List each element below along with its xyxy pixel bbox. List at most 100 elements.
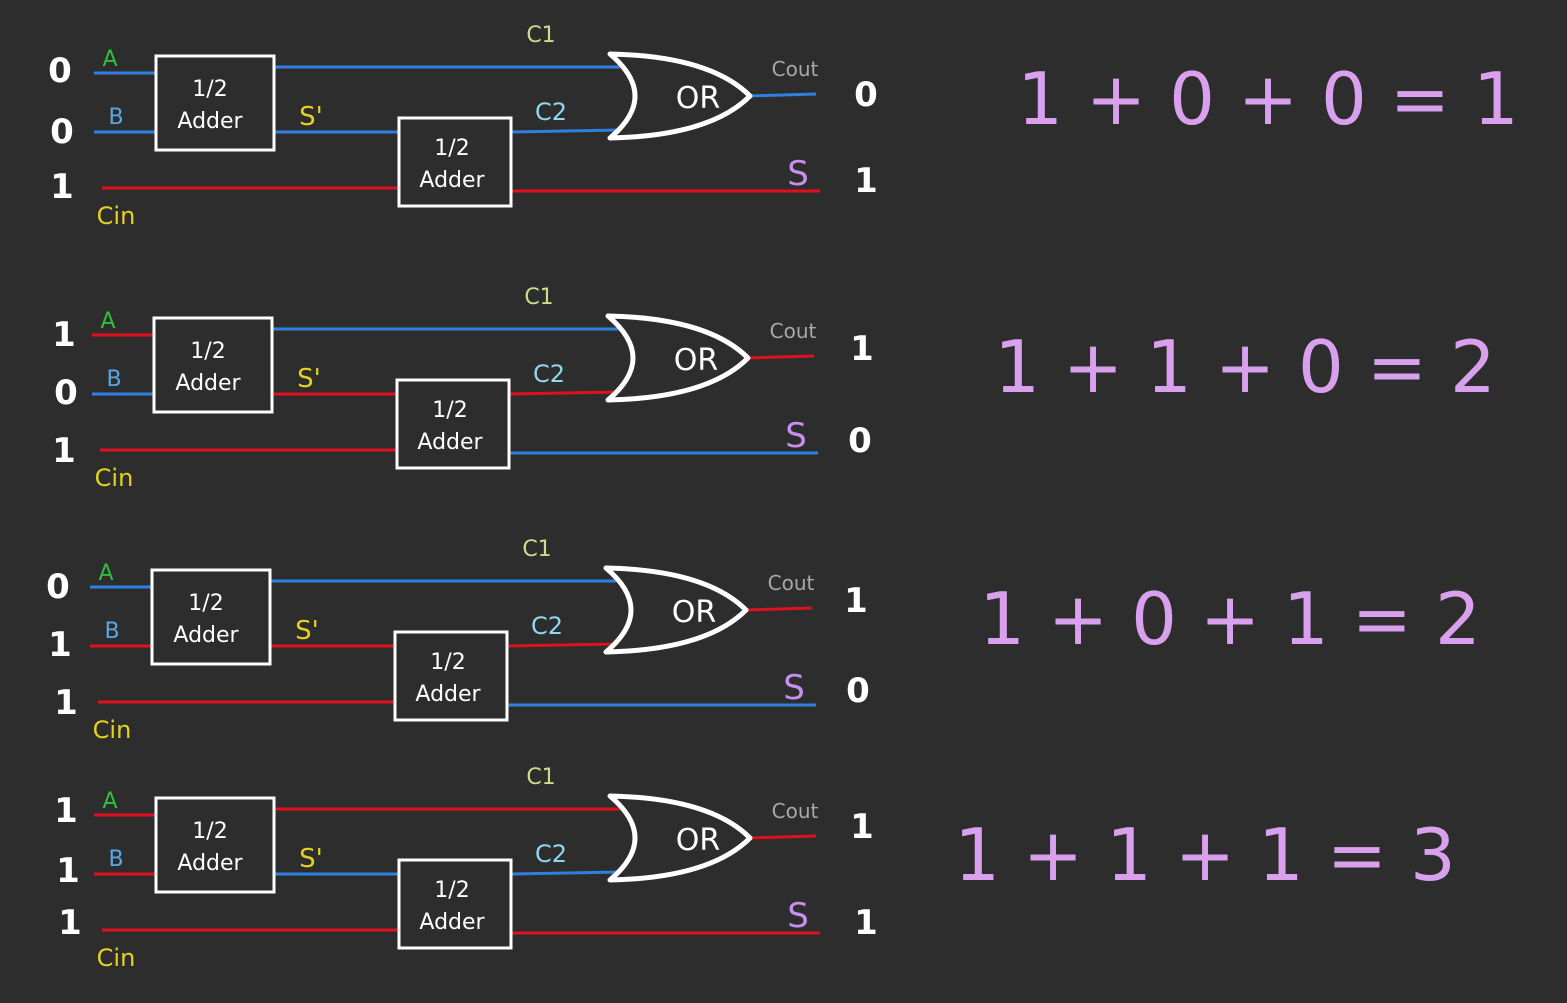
label-C2: C2 — [535, 98, 567, 126]
half-adder-2-label: Adder — [419, 910, 485, 935]
half-adder-1-label: Adder — [173, 623, 239, 648]
wire-Cout — [747, 834, 817, 840]
or-gate — [603, 565, 749, 655]
label-S: S — [785, 416, 807, 456]
input-B-value: 1 — [56, 851, 80, 891]
label-B: B — [108, 847, 123, 872]
half-adder-2 — [393, 630, 509, 722]
label-C2: C2 — [533, 360, 565, 388]
label-Cout: Cout — [770, 319, 817, 343]
wire-Cout — [745, 354, 815, 360]
label-Sprime: S' — [297, 364, 321, 394]
half-adder-2-fraction: 1/2 — [432, 398, 467, 423]
input-B-value: 1 — [48, 625, 72, 665]
half-adder-1-label: Adder — [177, 109, 243, 134]
input-A-value: 1 — [54, 791, 78, 831]
output-Cout-value: 1 — [850, 807, 874, 847]
label-C1: C1 — [526, 23, 555, 48]
half-adder-1-label: Adder — [175, 371, 241, 396]
output-Cout-value: 1 — [844, 581, 868, 621]
wire-C2 — [508, 390, 619, 396]
label-C1: C1 — [524, 285, 553, 310]
half-adder-2-fraction: 1/2 — [434, 878, 469, 903]
half-adder-2-fraction: 1/2 — [430, 650, 465, 675]
circuit-1: 1/2 Adder 1/2 Adder OR 0 0 1 A B Cin C1 … — [48, 23, 878, 230]
output-Cout-value: 0 — [854, 75, 878, 115]
label-C1: C1 — [526, 765, 555, 790]
half-adder-2-label: Adder — [419, 168, 485, 193]
or-gate — [607, 793, 753, 883]
or-gate — [605, 313, 751, 403]
half-adder-1 — [150, 568, 272, 666]
or-gate-label: OR — [674, 343, 718, 378]
label-A: A — [102, 789, 117, 814]
label-B: B — [108, 105, 123, 130]
circuit-3: 1/2 Adder 1/2 Adder OR 0 1 1 A B Cin C1 … — [46, 537, 870, 744]
label-Cout: Cout — [772, 799, 819, 823]
half-adder-1-label: Adder — [177, 851, 243, 876]
output-S-value: 1 — [854, 161, 878, 201]
half-adder-2 — [397, 116, 513, 208]
label-A: A — [98, 561, 113, 586]
input-A-value: 1 — [52, 315, 76, 355]
label-S: S — [787, 896, 809, 936]
label-C1: C1 — [522, 537, 551, 562]
circuit-2: 1/2 Adder 1/2 Adder OR 1 0 1 A B Cin C1 … — [52, 285, 874, 492]
half-adder-1 — [154, 796, 276, 894]
label-Cin: Cin — [97, 944, 136, 972]
input-B-value: 0 — [54, 373, 78, 413]
input-Cin-value: 1 — [54, 683, 78, 723]
half-adder-1 — [152, 316, 274, 414]
input-Cin-value: 1 — [52, 431, 76, 471]
half-adder-1-fraction: 1/2 — [192, 819, 227, 844]
equation-2: 1 + 1 + 0 = 2 — [994, 325, 1496, 409]
wire-C2 — [510, 870, 621, 876]
label-C2: C2 — [535, 840, 567, 868]
label-Sprime: S' — [299, 844, 323, 874]
label-Cin: Cin — [93, 716, 132, 744]
label-Sprime: S' — [295, 616, 319, 646]
circuit-4: 1/2 Adder 1/2 Adder OR 1 1 1 A B Cin C1 … — [54, 765, 878, 972]
wire-C2 — [506, 642, 617, 648]
label-S: S — [787, 154, 809, 194]
wire-Cout — [743, 606, 813, 612]
label-C2: C2 — [531, 612, 563, 640]
half-adder-2-label: Adder — [415, 682, 481, 707]
equation-3: 1 + 0 + 1 = 2 — [979, 577, 1481, 661]
or-gate-label: OR — [676, 81, 720, 116]
label-Cin: Cin — [95, 464, 134, 492]
input-A-value: 0 — [48, 51, 72, 91]
half-adder-1-fraction: 1/2 — [190, 339, 225, 364]
output-S-value: 0 — [848, 421, 872, 461]
input-Cin-value: 1 — [50, 167, 74, 207]
label-B: B — [104, 619, 119, 644]
label-S: S — [783, 668, 805, 708]
input-Cin-value: 1 — [58, 903, 82, 943]
half-adder-1 — [154, 54, 276, 152]
label-A: A — [102, 47, 117, 72]
output-S-value: 0 — [846, 671, 870, 711]
half-adder-2-label: Adder — [417, 430, 483, 455]
or-gate-label: OR — [672, 595, 716, 630]
half-adder-1-fraction: 1/2 — [192, 77, 227, 102]
equation-4: 1 + 1 + 1 = 3 — [954, 813, 1456, 897]
half-adder-2 — [395, 378, 511, 470]
label-Sprime: S' — [299, 102, 323, 132]
label-A: A — [100, 309, 115, 334]
output-S-value: 1 — [854, 903, 878, 943]
half-adder-2 — [397, 858, 513, 950]
label-Cout: Cout — [772, 57, 819, 81]
half-adder-2-fraction: 1/2 — [434, 136, 469, 161]
or-gate-label: OR — [676, 823, 720, 858]
label-B: B — [106, 367, 121, 392]
equation-1: 1 + 0 + 0 = 1 — [1017, 57, 1519, 141]
or-gate — [607, 51, 753, 141]
input-B-value: 0 — [50, 112, 74, 152]
half-adder-1-fraction: 1/2 — [188, 591, 223, 616]
output-Cout-value: 1 — [850, 329, 874, 369]
label-Cout: Cout — [768, 571, 815, 595]
label-Cin: Cin — [97, 202, 136, 230]
input-A-value: 0 — [46, 567, 70, 607]
wire-Cout — [747, 92, 817, 98]
